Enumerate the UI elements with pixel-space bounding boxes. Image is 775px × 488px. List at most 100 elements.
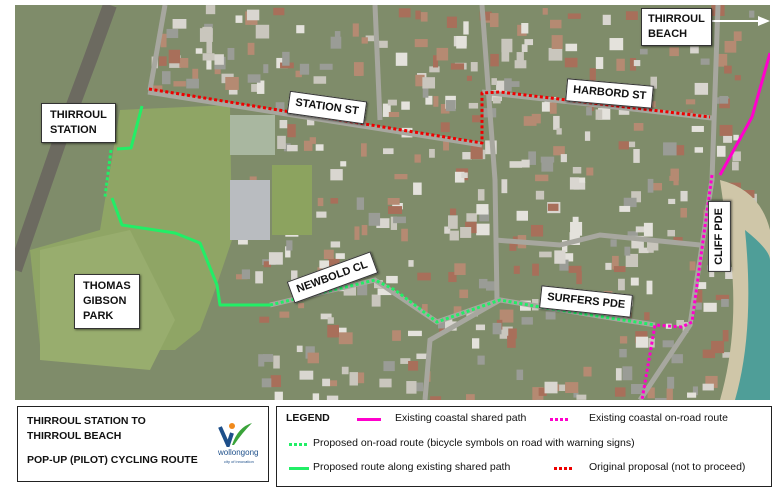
house (205, 5, 216, 15)
house (316, 211, 327, 218)
house (383, 361, 395, 372)
house (633, 149, 640, 163)
house (680, 190, 688, 202)
house (703, 302, 717, 312)
house (262, 354, 274, 362)
house (296, 25, 305, 34)
house (491, 78, 497, 85)
house (540, 156, 555, 163)
house (734, 75, 741, 81)
house (521, 23, 529, 34)
house (393, 216, 406, 224)
house (392, 330, 401, 341)
legend-label: Proposed on-road route (bicycle symbols … (313, 437, 635, 449)
house (562, 253, 574, 262)
house (161, 71, 171, 85)
house (202, 26, 212, 33)
house (654, 397, 668, 400)
house (673, 237, 683, 244)
house (508, 328, 517, 339)
house (479, 11, 492, 21)
logo-text: wollongong (218, 448, 259, 457)
house (445, 100, 456, 112)
house (387, 99, 397, 106)
house (286, 240, 293, 251)
house (521, 159, 530, 168)
house (352, 372, 365, 384)
house (569, 232, 580, 246)
house (662, 340, 674, 348)
house (666, 388, 673, 400)
house (694, 282, 707, 289)
house (186, 78, 199, 89)
house (509, 81, 520, 87)
house (719, 95, 729, 104)
house (721, 298, 729, 307)
house (689, 261, 696, 271)
house (570, 221, 583, 236)
house (454, 171, 465, 183)
house (492, 97, 501, 104)
house (361, 224, 368, 236)
legend-swatch-proposed-on-road (289, 443, 307, 446)
house (573, 391, 579, 398)
house (733, 31, 742, 41)
house (378, 40, 388, 48)
house (541, 102, 551, 112)
house (644, 312, 650, 320)
house (554, 250, 566, 264)
title-box: THIRROUL STATION TO THIRROUL BEACH POP-U… (17, 406, 269, 482)
house (325, 380, 338, 387)
house (330, 198, 339, 204)
house (317, 197, 324, 207)
house (476, 223, 490, 236)
house (523, 116, 537, 126)
house (256, 80, 265, 94)
house (172, 19, 187, 29)
house (509, 161, 522, 168)
house (470, 62, 478, 72)
house (576, 271, 582, 285)
house (377, 288, 392, 296)
house (647, 240, 659, 251)
house (400, 358, 411, 364)
house (195, 48, 203, 54)
house (468, 102, 479, 109)
house (612, 255, 619, 270)
house (715, 294, 730, 301)
house (357, 282, 368, 296)
house (444, 226, 451, 234)
house (261, 378, 272, 388)
house (415, 74, 425, 87)
house (327, 317, 334, 324)
house (214, 54, 224, 65)
house (282, 51, 290, 66)
house (462, 152, 473, 160)
house (619, 205, 631, 212)
house (609, 38, 624, 51)
house (179, 58, 189, 68)
house (528, 151, 536, 165)
house (251, 84, 261, 92)
house (719, 124, 733, 136)
arrow-head-icon (758, 16, 770, 26)
house (479, 209, 490, 222)
house (615, 368, 622, 381)
house (429, 148, 435, 158)
house (279, 120, 288, 129)
house (647, 387, 655, 399)
label-cliff-pde: CLIFF PDE (707, 201, 731, 272)
house (613, 266, 626, 273)
house (394, 174, 408, 180)
legend-title: LEGEND (286, 412, 330, 424)
house (732, 161, 739, 171)
house (492, 322, 502, 335)
house (425, 95, 433, 105)
house (650, 76, 657, 89)
house (633, 123, 644, 131)
house (618, 141, 629, 150)
house (673, 145, 685, 156)
proposed-shared-path-park (110, 197, 270, 307)
